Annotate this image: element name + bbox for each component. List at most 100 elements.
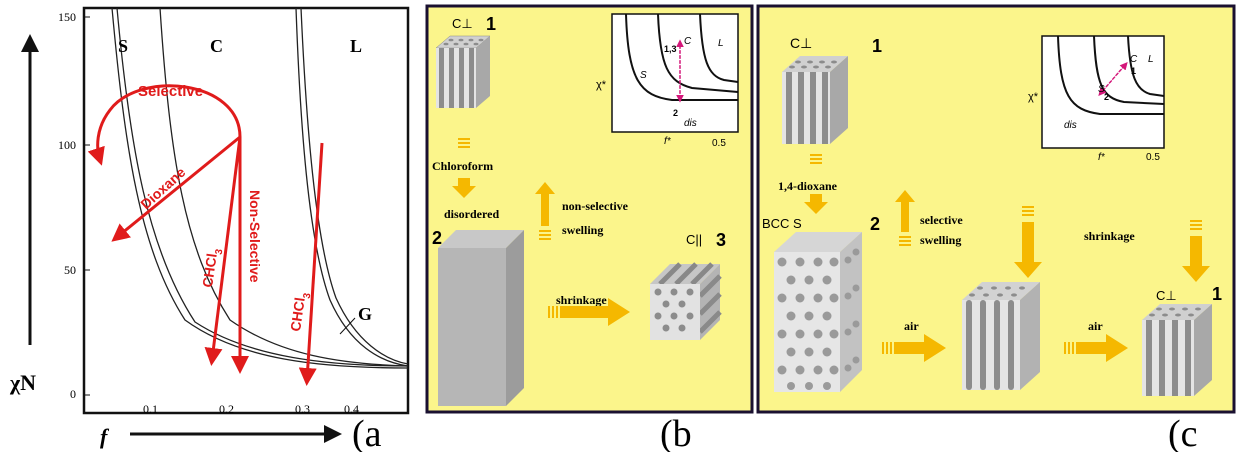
nonselective-label-1: non-selective — [562, 199, 629, 213]
x-tick-labels: 0.1 0.2 0.3 0.4 — [143, 402, 359, 416]
selective-arrow — [87, 84, 242, 166]
inset-b-p2: 2 — [673, 108, 678, 118]
region-g-label: G — [358, 304, 372, 324]
dioxane-label-c: 1,4-dioxane — [778, 179, 838, 193]
inset-b-l: L — [718, 38, 724, 49]
y-ticks — [84, 16, 90, 396]
chcl3-label-text: CHCl — [199, 252, 220, 288]
right-arrow-shrinkage-b — [548, 298, 630, 326]
bcc-label: BCC S — [762, 216, 802, 231]
inset-c-p2: 2 — [1104, 92, 1109, 102]
x-tick-label: 0.1 — [143, 402, 158, 416]
cube-bcc — [774, 232, 862, 392]
selective-label: Selective — [138, 83, 203, 100]
final-label-c: C⊥ — [1156, 288, 1177, 303]
s-boundary-2 — [116, 7, 409, 367]
x-tick-label: 0.3 — [295, 402, 310, 416]
inset-b-s: S — [640, 70, 647, 81]
g-pointer-line — [339, 317, 356, 335]
final-num-c: 1 — [1212, 284, 1222, 304]
l-boundary-2 — [300, 7, 409, 365]
chcl3-arrow-2 — [298, 142, 324, 386]
inset-c-arrow-down — [1098, 65, 1125, 96]
region-l-label: L — [350, 36, 362, 56]
y-tick-label: 100 — [58, 138, 76, 152]
down-arrow-right — [1182, 220, 1210, 282]
x-tick-label: 0.2 — [219, 402, 234, 416]
inset-c-dis: dis — [1064, 120, 1077, 131]
region-s-label: S — [118, 36, 128, 56]
down-arrow-mid — [1014, 206, 1042, 278]
y-tick-label: 0 — [70, 387, 76, 401]
disordered-label: disordered — [444, 207, 499, 221]
panel-a: χN 150 100 50 0 0.1 0.2 0.3 0.4 — [9, 6, 410, 452]
x-tick-label: 0.4 — [344, 402, 359, 416]
panel-b-letter: (b — [660, 413, 692, 452]
up-arrow-nonselective — [535, 182, 555, 240]
inset-c-xmax: 0.5 — [1146, 152, 1160, 163]
chcl3-label-1: CHCl 3 — [199, 248, 226, 288]
inset-b-xmax: 0.5 — [712, 138, 726, 149]
state3-num: 3 — [716, 230, 726, 250]
inset-b-p13: 1,3 — [664, 44, 677, 54]
chloroform-label: Chloroform — [432, 159, 493, 173]
shrinkage-label-b: shrinkage — [556, 293, 607, 307]
phase-boundaries — [111, 7, 409, 369]
state1-num-c: 1 — [872, 36, 882, 56]
cube-c-perp-b — [435, 35, 491, 108]
inset-c-s: S — [1098, 84, 1105, 95]
chcl3-arrow-1 — [204, 136, 242, 366]
up-arrow-selective — [895, 190, 915, 246]
chcl3-label-sub: 3 — [214, 248, 226, 255]
inset-c-ylabel: χ* — [1028, 91, 1039, 103]
air-label-2: air — [1088, 319, 1103, 333]
down-arrow-dioxane — [804, 154, 828, 214]
x-axis-title: f — [100, 424, 110, 449]
state3-label: C|| — [686, 232, 702, 247]
panel-c: C⊥ 1 1,4-dioxane BCC S 2 — [756, 4, 1236, 452]
y-tick-label: 50 — [64, 263, 76, 277]
chcl3-label-text: CHCl — [287, 296, 308, 332]
state1-num-b: 1 — [486, 14, 496, 34]
selective-label-1: selective — [920, 213, 963, 227]
region-c-label: C — [210, 36, 223, 56]
state1-label-c: C⊥ — [790, 35, 812, 51]
inset-b-dis: dis — [684, 118, 697, 129]
nonselective-label: Non-Selective — [247, 190, 263, 283]
inset-b-frame — [611, 13, 739, 133]
cube-columns-beads — [962, 282, 1040, 390]
inset-c-p1: 1 — [1131, 66, 1136, 76]
right-arrow-air-2 — [1064, 334, 1128, 362]
inset-b-xlabel: f* — [664, 136, 672, 147]
chcl3-label-sub: 3 — [302, 292, 314, 299]
state2-num-c: 2 — [870, 214, 880, 234]
inset-b: χ* f* 0.5 S C L dis 1,3 2 — [596, 13, 739, 149]
dioxane-arrow — [111, 135, 241, 242]
y-axis-title: χN — [9, 370, 36, 395]
inset-c-c: C — [1130, 54, 1138, 65]
inset-c-xlabel: f* — [1098, 152, 1106, 163]
shrinkage-label-c: shrinkage — [1084, 229, 1135, 243]
solvent-arrows — [87, 84, 324, 386]
cube-c-parallel — [650, 262, 722, 340]
s-boundary-1 — [111, 7, 409, 369]
state2-num-b: 2 — [432, 228, 442, 248]
panel-b: C⊥ 1 Chloroform disordered 2 non-selecti… — [425, 4, 754, 452]
plot-frame — [82, 6, 410, 415]
inset-c: χ* f* 0.5 S C L dis 1 2 — [1028, 35, 1165, 163]
y-tick-label: 150 — [58, 10, 76, 24]
selective-label-2: swelling — [920, 233, 961, 247]
l-boundary-1 — [295, 7, 409, 367]
inset-b-ylabel: χ* — [596, 79, 607, 91]
nonselective-label-2: swelling — [562, 223, 603, 237]
y-tick-labels: 150 100 50 0 — [58, 10, 76, 401]
disordered-block — [438, 230, 524, 406]
cube-c-perp-final — [1142, 304, 1212, 396]
inset-b-c: C — [684, 36, 692, 47]
chcl3-label-2: CHCl 3 — [287, 292, 314, 332]
panel-c-letter: (c — [1168, 413, 1198, 452]
down-arrow-chloroform — [452, 138, 476, 198]
state1-label-b: C⊥ — [452, 16, 473, 31]
panel-a-letter: (a — [352, 413, 382, 452]
